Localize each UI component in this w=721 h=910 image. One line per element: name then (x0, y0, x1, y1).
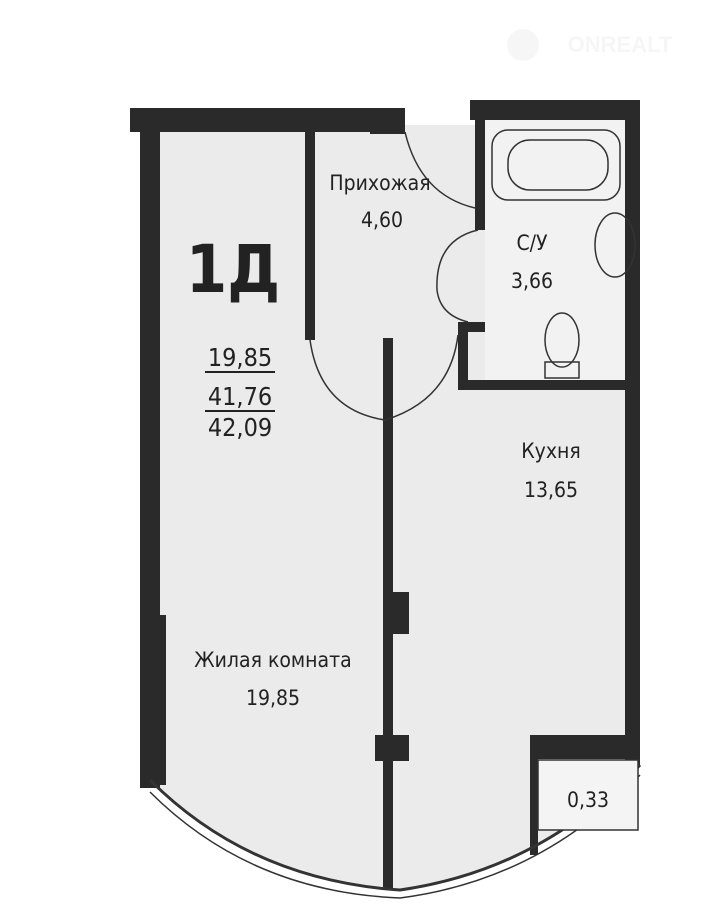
room-area-bathroom: 3,66 (511, 269, 553, 293)
room-name-bathroom: С/У (516, 231, 548, 255)
balcony-box (537, 759, 639, 831)
room-name-living: Жилая комната (194, 648, 351, 672)
total-area-value: 41,76 (208, 382, 272, 411)
room-door (309, 334, 459, 421)
total-area-with-balcony-value: 42,09 (208, 413, 272, 442)
room-area-hallway: 4,60 (361, 208, 403, 232)
bathtub-icon (491, 129, 621, 201)
living-area-value: 19,85 (208, 343, 272, 372)
bathroom-door (436, 229, 479, 323)
bathroom-floor (485, 118, 627, 382)
svg-text:ONREALT: ONREALT (568, 32, 673, 57)
room-name-hallway: Прихожая (329, 171, 430, 195)
walls (130, 100, 640, 890)
room-area-kitchen: 13,65 (524, 478, 578, 502)
sink-icon (594, 212, 636, 278)
room-area-living: 19,85 (246, 686, 300, 710)
apartment-type-label: 1Д (186, 231, 280, 308)
entrance-door (404, 131, 476, 209)
toilet-icon (544, 312, 580, 379)
room-name-kitchen: Кухня (521, 439, 580, 463)
room-area-balcony: 0,33 (567, 788, 609, 812)
watermark-logo: ONREALT (507, 29, 673, 61)
